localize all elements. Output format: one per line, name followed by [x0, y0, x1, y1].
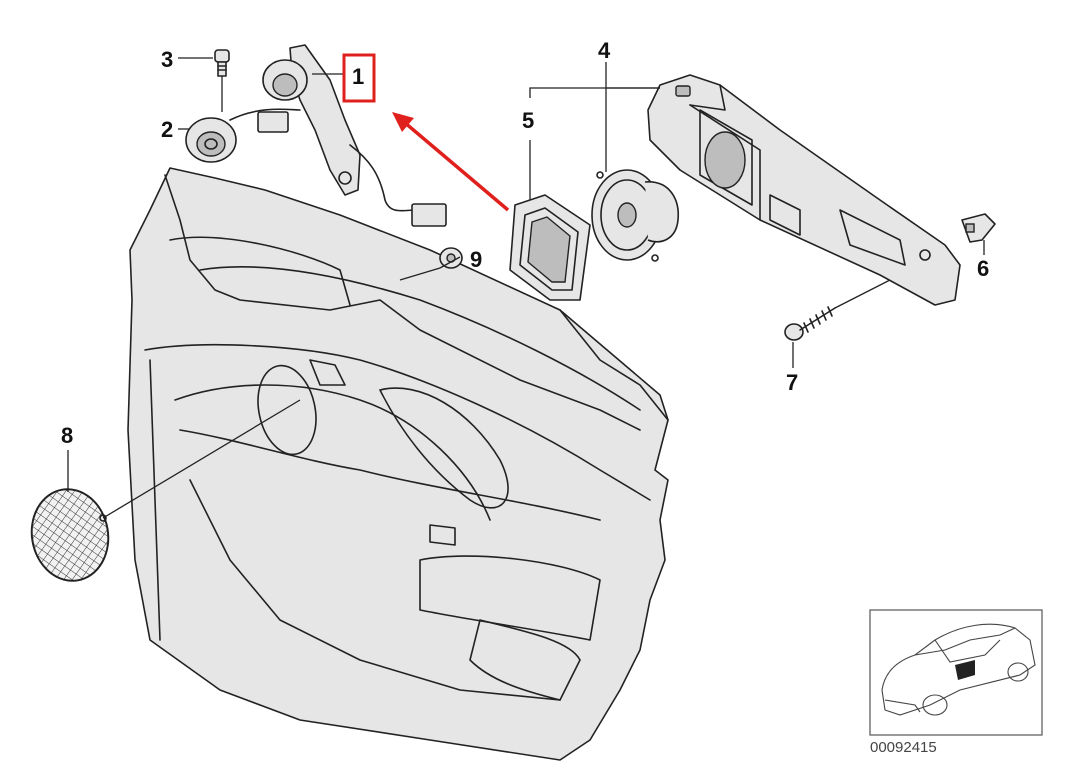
part-1-tweeter-holder: [262, 44, 447, 227]
part-5-speaker-gasket: [509, 194, 591, 301]
part-4-speaker: [591, 169, 680, 262]
part-7-screw: [784, 306, 836, 341]
leader-lines: [67, 57, 985, 519]
door-trim-panel: [127, 167, 669, 761]
part-9-clip-nut: [439, 247, 463, 269]
callout-7: 7: [786, 370, 798, 395]
speaker-housing: [647, 74, 961, 306]
part-6-clip: [961, 213, 996, 243]
callout-8: 8: [61, 423, 73, 448]
highlight-arrow: [402, 120, 510, 212]
callout-labels: 3 2 1 9 5 4 6 7 8: [61, 38, 989, 448]
callout-5: 5: [522, 108, 534, 133]
vehicle-thumbnail: 00092415: [869, 609, 1043, 756]
highlight-arrowhead: [392, 112, 414, 132]
part-8-speaker-grille: [30, 488, 110, 582]
callout-1: 1: [352, 64, 364, 89]
reference-number: 00092415: [870, 739, 937, 756]
callout-4: 4: [598, 38, 611, 63]
highlight-box: [342, 53, 376, 103]
callout-6: 6: [977, 256, 989, 281]
callout-2: 2: [161, 117, 173, 142]
part-2-tweeter: [185, 108, 301, 163]
callout-9: 9: [470, 247, 482, 272]
highlight-annotation: [342, 53, 510, 212]
part-3-screw: [214, 49, 230, 77]
callout-3: 3: [161, 47, 173, 72]
